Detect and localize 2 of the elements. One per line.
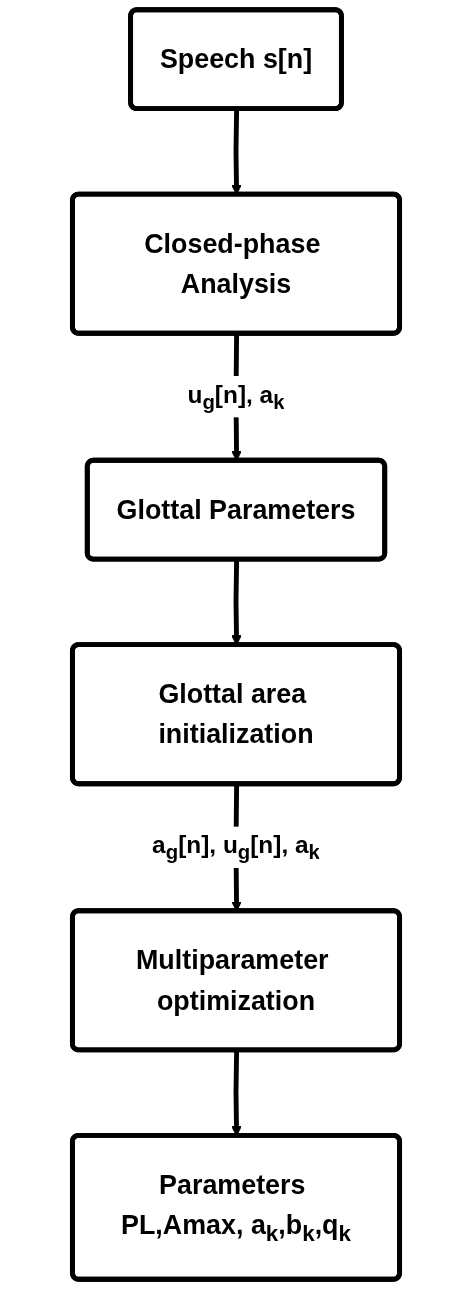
edge-label: u$_{g}$[n], a$_{k}$ [187,380,285,414]
edge-label: a$_{g}$[n], u$_{g}$[n], a$_{k}$ [152,831,320,865]
